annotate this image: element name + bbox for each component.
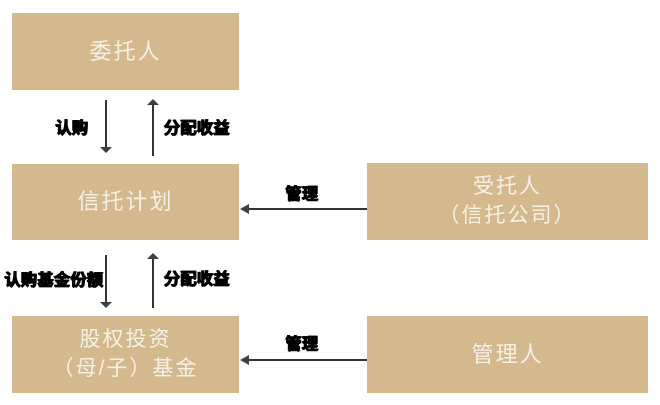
node-trustee: 受托人 （信托公司） xyxy=(367,163,648,240)
arrow-distribute-bottom-line xyxy=(152,259,154,308)
arrow-subscribe-line xyxy=(105,100,107,148)
node-manager-label: 管理人 xyxy=(471,341,544,367)
arrow-distribute-bottom-up-icon xyxy=(147,253,159,259)
edge-label-distribute-top: 分配收益 xyxy=(163,120,231,137)
node-fund: 股权投资 （母/子）基金 xyxy=(12,316,239,393)
arrow-subscribe-fund-down-icon xyxy=(100,302,112,308)
node-trustee-label-line1: 受托人 xyxy=(473,175,542,199)
arrow-manage-manager-line xyxy=(249,359,367,361)
arrow-subscribe-fund-line xyxy=(105,255,107,303)
node-trust-plan: 信托计划 xyxy=(12,164,239,240)
node-manager: 管理人 xyxy=(367,316,648,393)
node-fund-label-line2: （母/子）基金 xyxy=(52,356,199,380)
node-principal: 委托人 xyxy=(12,13,239,90)
arrow-distribute-top-line xyxy=(152,105,154,156)
arrow-manage-manager-left-icon xyxy=(240,355,249,365)
arrow-subscribe-down-icon xyxy=(100,147,112,153)
node-trust-plan-label: 信托计划 xyxy=(77,189,174,215)
edge-label-subscribe-fund-shares: 认购基金份额 xyxy=(4,272,104,289)
node-trustee-label-line2: （信托公司） xyxy=(438,203,577,227)
node-fund-label-line1: 股权投资 xyxy=(79,328,172,352)
edge-label-subscribe: 认购 xyxy=(55,120,89,137)
edge-label-manage-trustee: 管理 xyxy=(285,186,319,203)
edge-label-distribute-bottom: 分配收益 xyxy=(163,271,231,288)
node-principal-label: 委托人 xyxy=(89,38,162,64)
arrow-distribute-top-up-icon xyxy=(147,99,159,105)
edge-label-manage-manager: 管理 xyxy=(285,336,319,353)
arrow-manage-trustee-left-icon xyxy=(240,204,249,214)
arrow-manage-trustee-line xyxy=(249,208,367,210)
